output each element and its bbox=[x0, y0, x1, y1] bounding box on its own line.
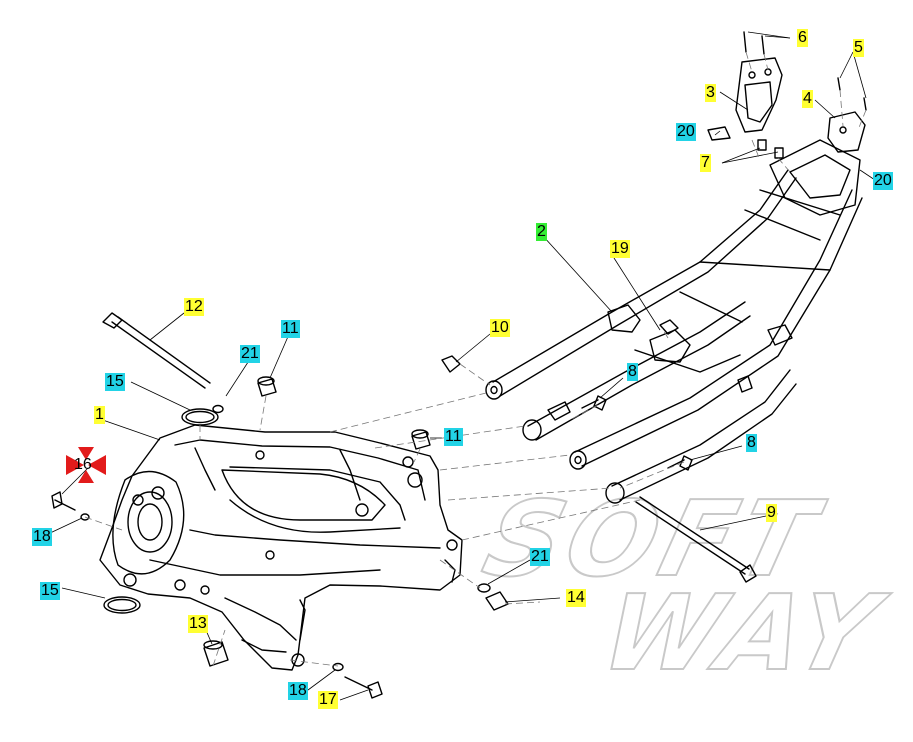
bolt-5-right bbox=[863, 97, 867, 111]
callout-14: 14 bbox=[566, 589, 586, 607]
bolt-6-left bbox=[743, 31, 747, 53]
spacer-7-right bbox=[774, 147, 784, 159]
callout-6: 6 bbox=[797, 29, 808, 47]
callout-20-left: 20 bbox=[676, 123, 696, 141]
callout-21-lower: 21 bbox=[530, 548, 550, 566]
callout-11-upper: 11 bbox=[281, 320, 300, 338]
bolt-17 bbox=[344, 676, 373, 691]
callout-16: 16 bbox=[74, 456, 92, 473]
bolt-6-right bbox=[761, 35, 765, 55]
callout-4: 4 bbox=[802, 90, 813, 108]
ring-15-lower bbox=[103, 596, 141, 614]
bolt-16 bbox=[54, 499, 76, 511]
callout-20-right: 20 bbox=[873, 172, 893, 190]
callout-15-lower: 15 bbox=[40, 582, 60, 600]
callout-15-upper: 15 bbox=[105, 373, 125, 391]
bush-13 bbox=[203, 641, 229, 667]
callout-18-left: 18 bbox=[32, 528, 52, 546]
washer-21-upper bbox=[212, 404, 224, 414]
washer-18-left bbox=[80, 513, 90, 521]
callout-10: 10 bbox=[490, 319, 510, 337]
callout-5: 5 bbox=[853, 39, 864, 57]
callout-21-upper: 21 bbox=[240, 345, 260, 363]
callout-13: 13 bbox=[188, 615, 208, 633]
main-frame bbox=[99, 424, 463, 671]
assembly-guides bbox=[84, 51, 867, 667]
callout-19: 19 bbox=[610, 240, 630, 258]
washer-18-bottom bbox=[332, 662, 344, 672]
callout-8-upper: 8 bbox=[627, 363, 638, 381]
nut-14 bbox=[485, 591, 509, 611]
washer-21-lower bbox=[477, 583, 491, 593]
spacer-7-left bbox=[757, 139, 767, 151]
callout-11-lower: 11 bbox=[444, 428, 463, 446]
callout-18-bottom: 18 bbox=[288, 682, 308, 700]
callout-7: 7 bbox=[700, 154, 711, 172]
long-bolt-12 bbox=[102, 312, 211, 389]
top-brackets bbox=[707, 57, 866, 153]
callout-9: 9 bbox=[766, 504, 777, 522]
callout-8-lower: 8 bbox=[746, 434, 757, 452]
callout-3: 3 bbox=[705, 84, 716, 102]
callout-17: 17 bbox=[318, 691, 338, 709]
callout-1: 1 bbox=[94, 406, 105, 424]
nut-10 bbox=[441, 355, 461, 373]
leader-lines bbox=[47, 31, 876, 701]
rear-subframe bbox=[485, 139, 863, 504]
cap-11-lower bbox=[411, 431, 431, 450]
cap-11-upper bbox=[257, 378, 277, 397]
long-bolt-9 bbox=[635, 496, 757, 583]
callout-12: 12 bbox=[184, 298, 204, 316]
callout-2: 2 bbox=[536, 223, 547, 241]
red-arrows-16 bbox=[66, 447, 106, 483]
bolt-5-left bbox=[837, 77, 841, 91]
